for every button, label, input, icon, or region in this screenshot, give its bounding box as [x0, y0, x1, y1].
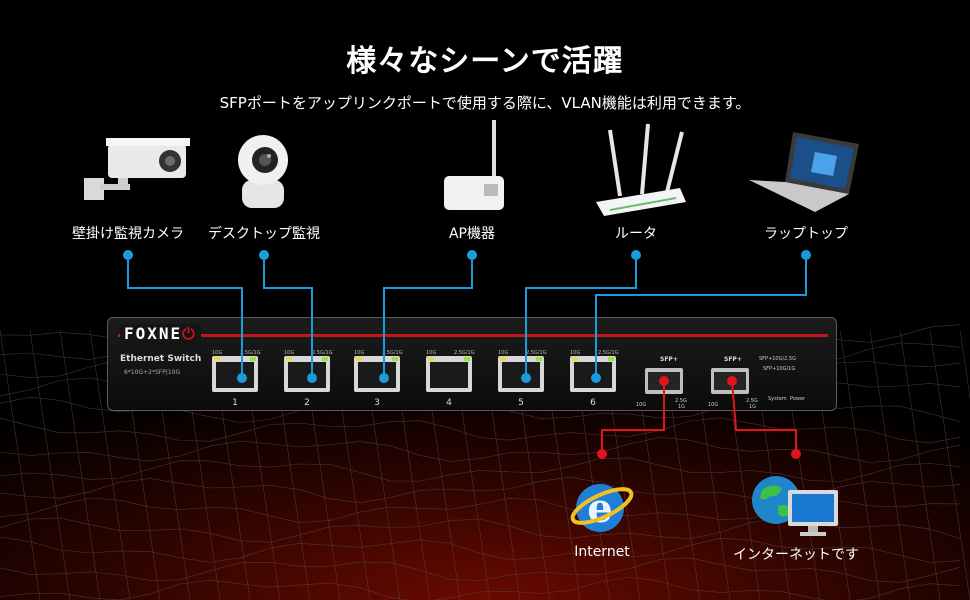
port-led-left	[500, 357, 506, 361]
ethernet-switch: FOXNE⏻ Ethernet Switch 6*10G+2*SFP|10G 1…	[107, 317, 837, 411]
internet-explorer-icon: e	[570, 484, 634, 532]
rj45-port-3[interactable]	[354, 356, 400, 392]
mesh-row	[0, 557, 961, 583]
port-socket	[574, 362, 612, 388]
port-number-6: 6	[590, 398, 596, 408]
network-label-2: インターネットです	[733, 547, 859, 563]
device-label-1: 壁掛け監視カメラ	[72, 226, 184, 242]
led-25g-label-1: 2.5G	[675, 398, 687, 404]
router-icon	[596, 123, 686, 216]
port-socket	[216, 362, 254, 388]
port-number-5: 5	[518, 398, 524, 408]
device-label-5: ラップトップ	[764, 226, 848, 242]
brand-name: FOXNE	[124, 324, 183, 343]
port-number-1: 1	[232, 398, 238, 408]
mesh-column	[29, 329, 71, 600]
laptop-icon	[749, 132, 859, 212]
port-led-right	[536, 357, 542, 361]
legend-sfp-bottom: SFP+10G/1G	[763, 366, 796, 372]
led-10g-label-2: 10G	[708, 402, 719, 408]
port-led-left	[286, 357, 292, 361]
mesh-column	[899, 329, 941, 600]
switch-spec: 6*10G+2*SFP|10G	[124, 369, 181, 376]
access-point-icon	[444, 120, 504, 210]
port-number-3: 3	[374, 398, 380, 408]
network-label-1: Internet	[574, 544, 630, 560]
led-power-label: Power	[790, 396, 806, 402]
port-socket	[430, 362, 468, 388]
sfp-2-label: SFP+	[724, 356, 742, 363]
led-1g-label-1: 1G	[678, 404, 686, 410]
port-speed-left-5: 10G	[498, 350, 509, 356]
port-led-left	[428, 357, 434, 361]
sfp-1-label: SFP+	[660, 356, 678, 363]
mesh-column	[89, 329, 131, 600]
device-label-3: AP機器	[448, 226, 496, 242]
rj45-port-5[interactable]	[498, 356, 544, 392]
switch-red-stripe	[118, 334, 828, 337]
mesh-row	[0, 576, 961, 600]
led-1g-label-2: 1G	[749, 404, 757, 410]
brand-logo: FOXNE⏻	[120, 324, 201, 344]
device-label-4: ルータ	[615, 226, 657, 242]
legend-sfp-top: SFP+10G/2.5G	[759, 356, 797, 362]
port-speed-right-1: 2.5G/1G	[240, 350, 261, 356]
rj45-port-2[interactable]	[284, 356, 330, 392]
port-number-2: 2	[304, 398, 310, 408]
page-title: 様々なシーンで活躍	[346, 44, 624, 79]
port-led-left	[214, 357, 220, 361]
power-logo-icon: ⏻	[182, 324, 197, 343]
mesh-column	[59, 329, 101, 600]
mesh-column	[869, 329, 911, 600]
security-camera-icon	[84, 138, 190, 200]
rj45-port-6[interactable]	[570, 356, 616, 392]
network-globe-monitor-icon	[752, 476, 838, 536]
port-led-right	[608, 357, 614, 361]
port-socket	[358, 362, 396, 388]
port-led-left	[572, 357, 578, 361]
mesh-column	[839, 329, 881, 600]
mesh-column	[929, 329, 970, 600]
port-number-4: 4	[446, 398, 452, 408]
page-subtitle: SFPポートをアップリンクポートで使用する際に、VLAN機能は利用できます。	[219, 94, 751, 112]
port-led-left	[356, 357, 362, 361]
sfp-port-2[interactable]	[711, 368, 749, 394]
port-socket	[288, 362, 326, 388]
port-led-right	[464, 357, 470, 361]
device-label-2: デスクトップ監視	[208, 226, 320, 242]
led-system-label: System	[768, 396, 787, 402]
rj45-port-4[interactable]	[426, 356, 472, 392]
led-10g-label-1: 10G	[636, 402, 647, 408]
port-speed-left-3: 10G	[354, 350, 365, 356]
port-led-right	[250, 357, 256, 361]
mesh-column	[959, 329, 970, 400]
port-socket	[502, 362, 540, 388]
mesh-column	[0, 329, 41, 600]
sfp-port-1[interactable]	[645, 368, 683, 394]
port-speed-right-2: 2.5G/1G	[312, 350, 333, 356]
port-led-right	[322, 357, 328, 361]
rj45-port-1[interactable]	[212, 356, 258, 392]
dome-camera-icon	[238, 135, 288, 208]
switch-model: Ethernet Switch	[120, 354, 202, 364]
mesh-row	[0, 417, 961, 444]
mesh-row	[0, 457, 961, 482]
mesh-row	[0, 536, 961, 563]
port-led-right	[392, 357, 398, 361]
